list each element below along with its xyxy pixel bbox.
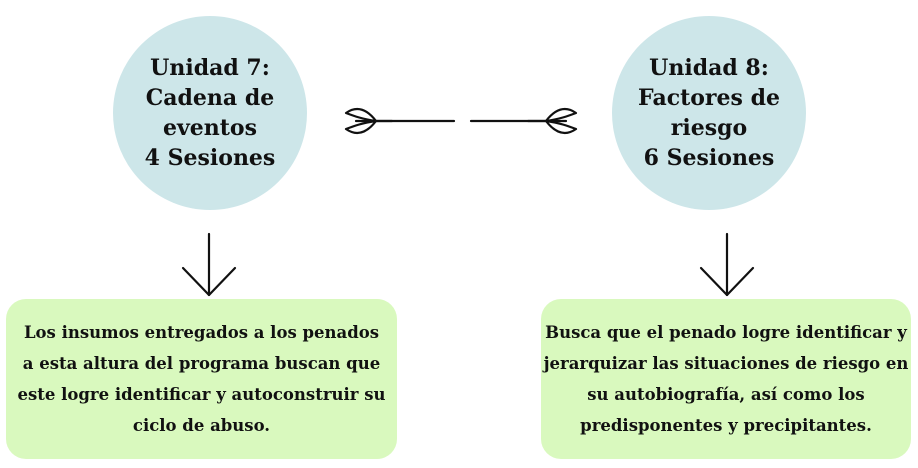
unit-7-title-line-2: Cadena de: [145, 85, 275, 111]
unit-7-title-line-1: Unidad 7:: [150, 55, 270, 81]
unit-8-title-line-1: Unidad 8:: [649, 55, 769, 81]
unit-7-description-line-3: este logre identificar y autoconstruir s…: [17, 385, 386, 404]
leaf-connector-left-icon: [344, 107, 456, 135]
leaf-connector-right-icon: [469, 107, 578, 135]
unit-8-circle: Unidad 8: Factores de riesgo 6 Sesiones: [612, 16, 806, 210]
unit-7-title-line-3: eventos: [163, 115, 257, 141]
unit-7-title-line-4: 4 Sesiones: [144, 145, 276, 171]
unit-8-description-line-4: predisponentes y precipitantes.: [580, 416, 872, 435]
unit-7-description-line-1: Los insumos entregados a los penados: [23, 323, 380, 342]
unit-8-description-line-3: su autobiografía, así como los: [587, 385, 865, 404]
unit-7-description: Los insumos entregados a los penados a e…: [17, 317, 385, 441]
unit-7-description-line-2: a esta altura del programa buscan que: [22, 354, 381, 373]
unit-7-description-line-4: ciclo de abuso.: [132, 416, 271, 435]
unit-8-description-line-2: jerarquizar las situaciones de riesgo en: [543, 354, 909, 373]
unit-8-title-line-3: riesgo: [670, 115, 748, 141]
unit-7-description-box: Los insumos entregados a los penados a e…: [6, 299, 397, 459]
unit-7-circle: Unidad 7: Cadena de eventos 4 Sesiones: [113, 16, 307, 210]
down-arrow-right-icon: [699, 232, 755, 297]
unit-8-description-line-1: Busca que el penado logre identificar y: [545, 323, 907, 342]
unit-8-title-line-2: Factores de: [638, 85, 780, 111]
unit-8-title-line-4: 6 Sesiones: [643, 145, 775, 171]
down-arrow-left-icon: [181, 232, 237, 297]
unit-8-description-box: Busca que el penado logre identificar y …: [541, 299, 911, 459]
unit-8-description: Busca que el penado logre identificar y …: [544, 317, 909, 441]
